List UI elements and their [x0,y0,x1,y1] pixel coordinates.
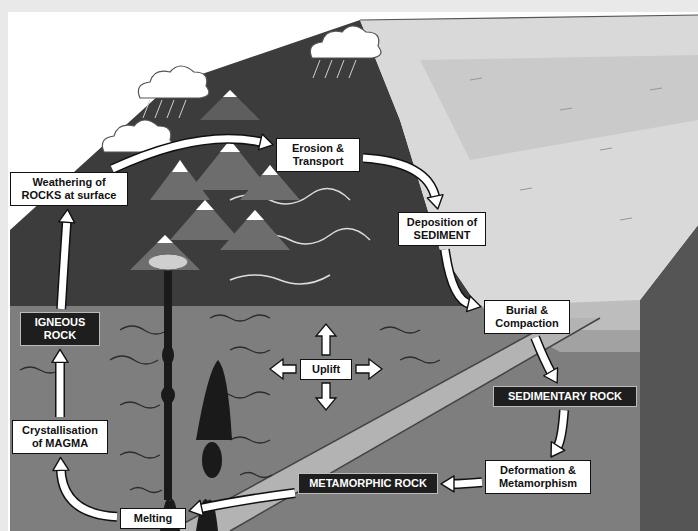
box-label: METAMORPHIC ROCK [303,477,433,490]
rock-box: SEDIMENTARY ROCK [493,386,637,407]
arrow-head [59,209,75,223]
box-label: Weathering of ROCKS at surface [15,176,123,202]
arrow-head [427,195,443,209]
box-label: Deposition of SEDIMENT [403,216,481,242]
rock-box: METAMORPHIC ROCK [298,473,438,494]
arrow-head [441,476,454,492]
arrow-body [535,337,552,373]
arrow-body [363,158,436,198]
arrow-outline [61,468,117,516]
sea-dashes [470,78,662,220]
clouds [102,26,381,152]
box-label: Burial & Compaction [489,304,565,330]
page-ground [8,12,698,531]
arrow-body [57,360,64,417]
arrow-outline [535,337,552,373]
arrow-body [61,220,67,309]
arrow-head [52,349,68,362]
box-label: Deformation & Metamorphism [490,464,586,490]
mountains [130,90,300,270]
plate-edge [170,318,560,531]
process-box: Burial & Compaction [484,300,570,334]
arrow-outline [112,139,262,169]
arrow-outline [445,249,470,304]
sea-shelf [420,55,698,160]
process-box: Melting [120,508,186,529]
cycle-arrow [551,410,565,457]
arrow-outline [55,360,65,417]
arrow-head [189,500,203,516]
rock-box: IGNEOUS ROCK [20,312,100,346]
arrow-head [544,368,558,383]
cycle-arrow [441,476,482,492]
process-box: Erosion & Transport [276,138,360,172]
box-label: Erosion & Transport [281,142,355,168]
arrow-body [445,249,470,304]
process-box: Deformation & Metamorphism [485,460,591,494]
arrow-head [53,457,69,470]
arrow-head [259,134,273,150]
cycle-arrow [363,158,443,209]
process-box: Uplift [300,359,352,380]
cycle-arrow [112,134,273,169]
subducting-plate [170,318,600,531]
cycle-arrow [445,249,481,311]
process-box: Weathering of ROCKS at surface [10,172,128,206]
arrow-outline [200,493,295,509]
crust-front [10,300,640,531]
arrow-head [551,442,565,457]
cycle-arrow [53,457,117,516]
arrow-body [452,482,482,484]
uplift-arrows [270,324,382,410]
arrow-outline [452,482,482,484]
arrow-outline [363,158,436,198]
cycle-arrow [189,493,295,516]
cycle-arrow [535,337,557,383]
arrow-body [112,139,262,169]
magma-conduit [148,254,232,531]
cycle-arrow [59,209,75,309]
process-box: Deposition of SEDIMENT [398,212,486,246]
arrow-body [200,493,295,509]
block-edge [360,15,698,20]
sea-surface [360,15,698,306]
box-label: Crystallisation of MAGMA [17,424,103,450]
process-box: Crystallisation of MAGMA [12,420,108,454]
box-label: Uplift [305,363,347,376]
arrow-body [557,410,564,448]
box-label: Melting [125,512,181,525]
arrow-outline [61,220,67,309]
box-label: IGNEOUS ROCK [25,316,95,342]
arrow-body [61,468,117,516]
arrow-outline [557,410,564,448]
cycle-arrow [52,349,68,417]
arrow-head [467,296,481,312]
box-label: SEDIMENTARY ROCK [498,390,632,403]
